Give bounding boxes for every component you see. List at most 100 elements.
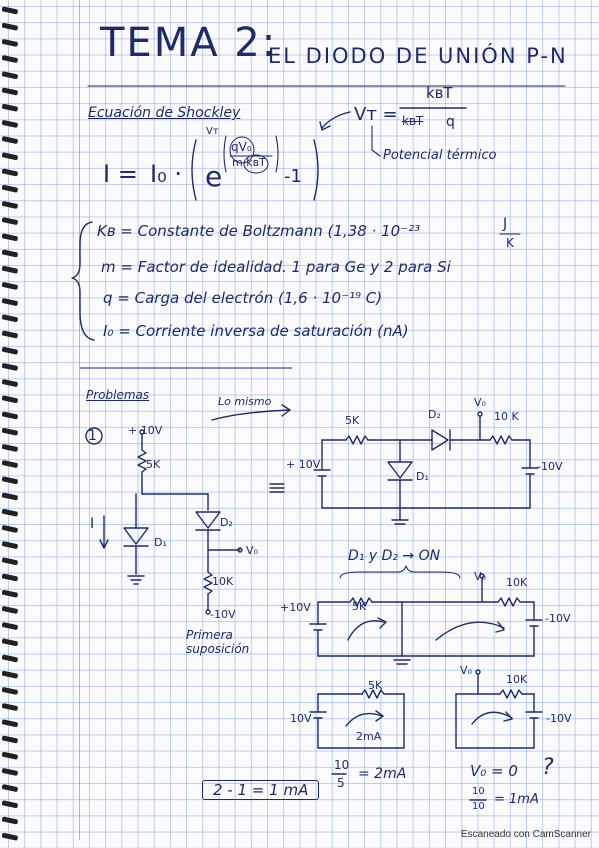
spiral-ring: [1, 314, 18, 323]
spiral-ring: [1, 735, 18, 744]
spiral-ring: [1, 768, 18, 776]
spiral-ring: [1, 508, 18, 517]
circ-d2: D₂: [428, 408, 441, 421]
frac1-den: 5: [337, 776, 345, 790]
def-boltzmann: Kʙ = Constante de Boltzmann (1,38 · 10⁻²…: [97, 222, 421, 240]
vt-numerator: kʙT: [426, 84, 453, 102]
spiral-ring: [1, 670, 18, 679]
frac2-num: 10: [472, 786, 485, 797]
frac2-value: = 1mA: [494, 792, 539, 807]
left-v0: V₀: [246, 544, 258, 557]
frac1-value: = 2mA: [358, 766, 407, 782]
spiral-binding: [1, 6, 18, 841]
vt-arrow-head: [319, 121, 331, 131]
spiral-ring: [1, 784, 18, 792]
circ-r10k: 10 K: [494, 410, 519, 423]
left-circuit: [99, 429, 243, 615]
eq-paren-right: [313, 139, 319, 201]
spiral-ring: [1, 71, 18, 80]
vt-denominator-crossed: kʙT: [402, 114, 424, 128]
eq-lhs: I =: [103, 160, 138, 188]
spiral-ring: [1, 249, 18, 258]
def-kb-unit-den: K: [506, 236, 514, 250]
spiral-ring: [1, 6, 18, 15]
on-r10k: 10K: [506, 576, 528, 589]
eq-i0: I₀ ·: [150, 160, 182, 188]
spiral-ring: [1, 557, 18, 566]
spiral-ring: [1, 444, 18, 452]
spiral-ring: [1, 136, 18, 144]
on-brace: [339, 565, 461, 579]
def-saturation: I₀ = Corriente inversa de saturación (nA…: [103, 322, 409, 340]
spiral-ring: [1, 800, 18, 809]
first-assumption-note: Primera suposición: [186, 628, 250, 656]
eq-exp-numerator: qV₀: [231, 140, 252, 154]
left-plus10: + 10V: [128, 424, 163, 437]
spiral-ring: [1, 120, 18, 128]
pot-arrow: [371, 125, 381, 157]
spiral-ring: [1, 703, 18, 711]
spiral-ring: [1, 282, 18, 290]
spiral-ring: [1, 201, 18, 209]
page-subtitle: EL DIODO DE UNIÓN P-N: [268, 44, 568, 68]
spiral-ring: [1, 589, 18, 598]
spiral-ring: [1, 217, 18, 225]
question-mark: ?: [542, 755, 554, 780]
spiral-ring: [1, 168, 18, 177]
left-d1: D₁: [154, 536, 167, 549]
loop-left-r5k: 5K: [368, 679, 383, 692]
spiral-ring: [1, 39, 18, 47]
def-kb-unit-num: J: [503, 216, 508, 232]
spiral-ring: [1, 816, 18, 825]
left-r5k: 5K: [146, 458, 161, 471]
left-r10k: 10K: [212, 575, 234, 588]
right-circuit: [313, 411, 539, 525]
spiral-ring: [1, 654, 18, 663]
problem-number: 1: [88, 428, 97, 444]
spiral-ring: [1, 719, 18, 728]
loop-left-2ma: 2mA: [356, 730, 382, 743]
page-title: TEMA 2:: [100, 20, 278, 66]
loop-right-circuit: [455, 669, 543, 749]
v0-zero: V₀ = 0: [470, 762, 518, 780]
spiral-ring: [1, 411, 18, 420]
exp-circle-2: [243, 154, 269, 174]
lo-mismo-arrow-head: [281, 404, 291, 417]
spiral-ring: [1, 87, 18, 96]
vt-denominator-q: q: [446, 114, 455, 130]
eq-exp-denominator: m·kʙT: [232, 156, 266, 169]
spiral-ring: [1, 184, 18, 193]
thermal-potential-note: Potencial térmico: [383, 148, 497, 163]
spiral-ring: [1, 346, 18, 355]
d1-d2-on-note: D₁ y D₂ → ON: [348, 548, 441, 564]
eq-paren-left: [191, 139, 197, 201]
spiral-ring: [1, 687, 18, 695]
result-boxed: 2 - 1 = 1 mA: [202, 780, 320, 800]
spiral-ring: [1, 298, 18, 306]
exp-circle: [229, 136, 255, 164]
loop-right-v0: V₀: [460, 664, 472, 677]
problem-circle: [85, 427, 103, 445]
margin-line: [79, 0, 80, 840]
spiral-ring: [1, 265, 18, 274]
spiral-ring: [1, 525, 18, 533]
circ-v0: V₀: [474, 396, 486, 409]
loop-right-minus10: -10V: [546, 712, 572, 725]
on-minus10: -10V: [545, 612, 571, 625]
spiral-ring: [1, 152, 18, 161]
spiral-ring: [1, 638, 18, 647]
equivalence-sign: [269, 483, 285, 493]
left-minus10: -10V: [210, 608, 236, 621]
spiral-ring: [1, 832, 18, 841]
problems-heading: Problemas: [86, 388, 150, 402]
eq-exp-vt: Vᴛ: [206, 126, 219, 137]
spiral-ring: [1, 541, 18, 549]
eq-e: e: [205, 160, 223, 193]
vt-lhs: Vᴛ =: [354, 104, 398, 125]
spiral-ring: [1, 363, 18, 371]
circ-r5k: 5K: [345, 414, 360, 427]
vt-arrow: [321, 111, 351, 129]
spiral-ring: [1, 395, 18, 404]
